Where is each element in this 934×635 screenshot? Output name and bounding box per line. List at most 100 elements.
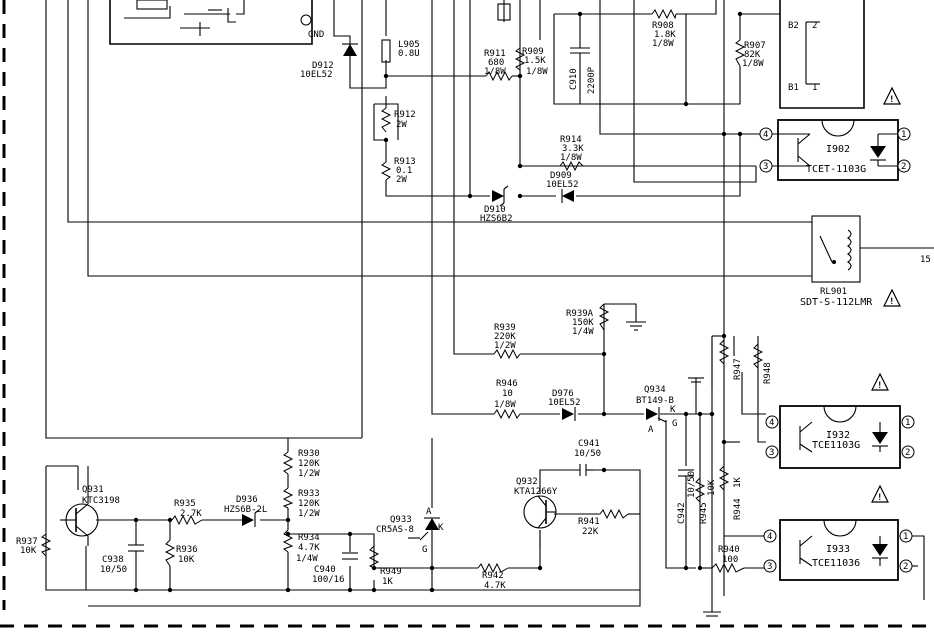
r949-ref: R949 (380, 567, 402, 577)
r934-power: 1/4W (296, 554, 318, 564)
r937-ref: R937 (16, 537, 38, 547)
r909-value: 1.5K (524, 56, 546, 66)
r948-ref: R948 (763, 362, 773, 384)
c940-value: 100/16 (312, 575, 345, 585)
r939-power: 1/2W (494, 341, 516, 351)
r934-ref: R934 (298, 533, 320, 543)
resistors (40, 8, 764, 574)
d910-ref: D910 (484, 205, 506, 215)
gnd-label: GND (308, 30, 324, 40)
component-labels: D912 10EL52 L905 0.8U R911 680 1/8W R909… (16, 21, 931, 591)
c938-ref: C938 (102, 555, 124, 565)
d909-ref: D909 (550, 171, 572, 181)
d912-value: 10EL52 (300, 70, 333, 80)
d912-ref: D912 (312, 61, 334, 71)
i932-value: TCE1103G (812, 440, 860, 451)
q934-pin-a: A (648, 425, 654, 435)
c940-ref: C940 (314, 565, 336, 575)
r907-ref: R907 (744, 41, 766, 51)
r934-value: 4.7K (298, 543, 320, 553)
c941-value: 10/50 (574, 449, 601, 459)
d909-value: 10EL52 (546, 180, 579, 190)
r941-ref: R941 (578, 517, 600, 527)
d976-ref: D976 (552, 389, 574, 399)
i932-ref: I932 (826, 430, 850, 441)
r908-power: 1/8W (652, 39, 674, 49)
rl901-value: SDT-S-112LMR (800, 297, 873, 308)
c941-ref: C941 (578, 439, 600, 449)
r939-value: 220K (494, 332, 516, 342)
d910-value: HZS6B2 (480, 214, 513, 224)
r914-power: 1/8W (560, 153, 582, 163)
r939-ref: R939 (494, 323, 516, 333)
r946-ref: R946 (496, 379, 518, 389)
i933-pin1: 1 (903, 532, 908, 542)
i932-pin2: 2 (905, 448, 910, 458)
r912-value: 2W (396, 120, 407, 130)
edge-label-15: 15 (920, 255, 931, 265)
c942-value: 10/50 (687, 471, 697, 498)
d936-ref: D936 (236, 495, 258, 505)
i902-value: TCET-1103G (806, 164, 866, 175)
r908-ref: R908 (652, 21, 674, 31)
r914-ref: R914 (560, 135, 582, 145)
i933-value: TCE11036 (812, 558, 860, 569)
r907-value: 82K (744, 50, 761, 60)
diodes (242, 43, 667, 541)
warning-icon: ! ! ! ! (871, 86, 901, 503)
l905-value: 0.8U (398, 49, 420, 59)
i932-pin4: 4 (769, 418, 774, 428)
r946-value: 10 (502, 389, 513, 399)
i933-pin4: 4 (767, 532, 772, 542)
pin2-label: 2 (812, 21, 817, 31)
q934-value: BT149-B (636, 396, 674, 406)
q933-pin-k: K (438, 523, 444, 533)
r937-value: 10K (20, 546, 37, 556)
r913-value: 0.1 (396, 166, 412, 176)
q932-value: KTA1266Y (514, 487, 558, 497)
svg-text:!: ! (889, 297, 894, 307)
r935-value: 2.7K (180, 509, 202, 519)
r930-power: 1/2W (298, 469, 320, 479)
r945-ref: R945 (699, 502, 709, 524)
r911-value: 680 (488, 58, 504, 68)
l905-inductor (381, 39, 391, 63)
r908-value: 1.8K (654, 30, 676, 40)
r936-value: 10K (178, 555, 195, 565)
r939a-value: 150K (572, 318, 594, 328)
r912-ref: R912 (394, 110, 416, 120)
r907-power: 1/8W (742, 59, 764, 69)
r942-value: 4.7K (484, 581, 506, 591)
r930-value: 120K (298, 459, 320, 469)
r909-power: 1/8W (526, 67, 548, 77)
r936-ref: R936 (176, 545, 198, 555)
r933-power: 1/2W (298, 509, 320, 519)
svg-text:!: ! (889, 95, 894, 105)
pin1-label: 1 (812, 83, 817, 93)
opto-i932 (765, 405, 915, 469)
q931-value: KTC3198 (82, 496, 120, 506)
r940-value: 100 (722, 555, 738, 565)
r913-power: 2W (396, 175, 407, 185)
q933-ref: Q933 (390, 515, 412, 525)
i902-pin2: 2 (901, 162, 906, 172)
r911-ref: R911 (484, 49, 506, 59)
c910-value: 2200P (587, 66, 597, 94)
i932-pin1: 1 (905, 418, 910, 428)
i902-pin3: 3 (763, 162, 768, 172)
r933-ref: R933 (298, 489, 320, 499)
b1-label: B1 (788, 83, 799, 93)
q934-pin-k: K (670, 405, 676, 415)
q934-pin-g: G (672, 419, 677, 429)
r941-value: 22K (582, 527, 599, 537)
i902-ref: I902 (826, 144, 850, 155)
q932-ref: Q932 (516, 477, 538, 487)
r930-ref: R930 (298, 449, 320, 459)
r911-power: 1/8W (484, 67, 506, 77)
i902-pin1: 1 (901, 130, 906, 140)
r940-ref: R940 (718, 545, 740, 555)
q933-pin-g: G (422, 545, 427, 555)
i932-pin3: 3 (769, 448, 774, 458)
c942-ref: C942 (677, 502, 687, 524)
